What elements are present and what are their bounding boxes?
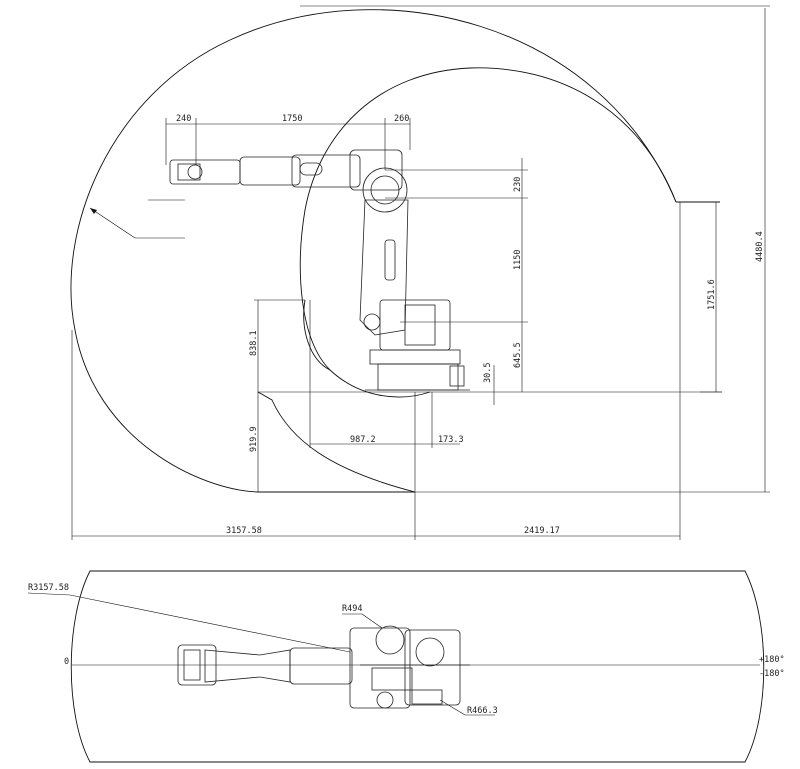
dim-230-label: 230 [513,177,523,192]
dim-2419-label: 2419.17 [524,526,560,536]
robot-top [177,625,470,709]
inner-envelope [299,67,677,398]
r3157-label: R3157.58 [28,583,69,593]
minus180-label: -180° [759,669,785,679]
r466-leader [439,699,466,716]
leader-line [89,207,136,239]
dim-top: 240 1750 260 [165,114,411,170]
dim-left: 838.1 919.9 [249,299,305,492]
dim-987-label: 987.2 [350,435,376,445]
dim-1751: 1751.6 [700,202,722,393]
dim-173-label: 173.3 [438,435,464,445]
dim-30-label: 30.5 [483,363,493,383]
dim-260-label: 260 [394,114,409,124]
dim-right-stack: 230 1150 645.5 30.5 [385,158,528,405]
side-view: 240 1750 260 230 1150 645.5 30.5 1751.6 [70,5,770,540]
dim-3157-label: 3157.58 [226,526,262,536]
plus180-label: +180° [759,655,785,665]
leader-arrow-head [90,208,97,214]
dim-1150-label: 1150 [513,250,523,270]
dim-bottom-small: 987.2 173.3 [309,300,464,448]
r3157-leader [69,594,351,653]
dim-overall: 3157.58 2419.17 [71,202,681,540]
dim-1750-label: 1750 [282,114,302,124]
dim-1751-label: 1751.6 [707,279,717,310]
inner-envelope-lower [303,299,331,371]
r494-label: R494 [342,604,362,614]
r3157-underline [27,592,71,596]
top-view: R3157.58 R494 R466.3 0 +180° -180° [27,570,785,763]
outer-envelope [70,9,677,493]
dim-645-label: 645.5 [513,342,523,368]
r494-leader [361,613,383,629]
top-envelope [70,570,765,763]
dim-4480-label: 4480.4 [755,231,765,262]
dim-919-label: 919.9 [249,426,259,452]
dim-4480: 4480.4 [300,5,770,493]
dim-240-label: 240 [176,114,191,124]
robot-side [169,149,470,391]
r466-label: R466.3 [467,706,498,716]
zero-label: 0 [64,657,69,667]
dim-838-label: 838.1 [249,330,259,356]
